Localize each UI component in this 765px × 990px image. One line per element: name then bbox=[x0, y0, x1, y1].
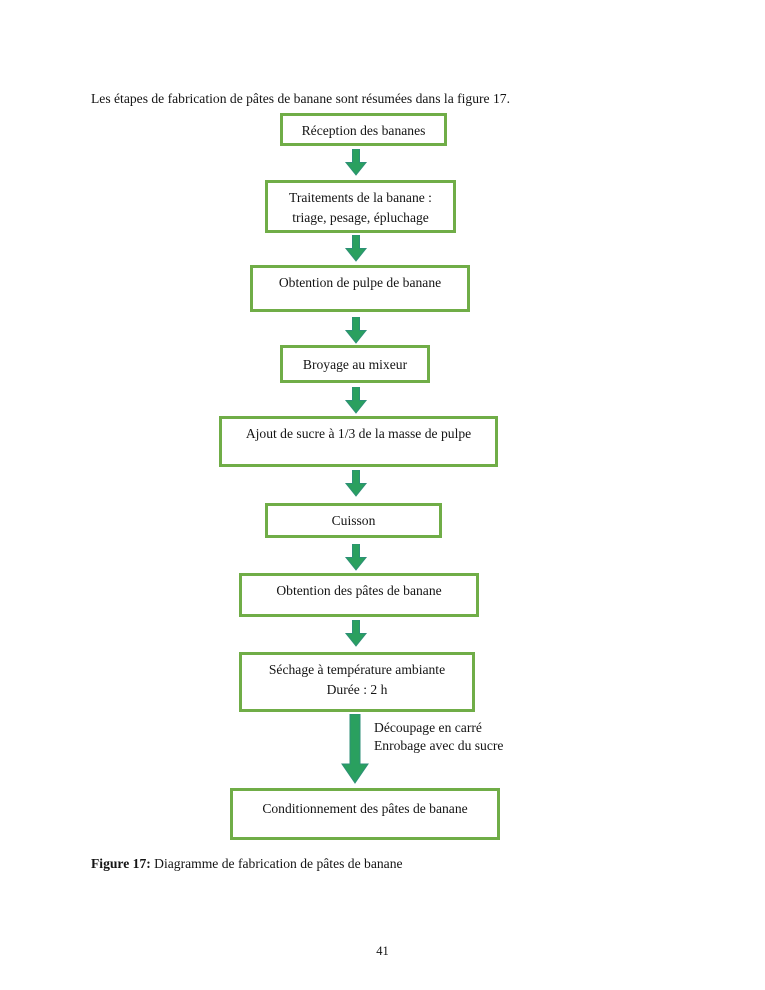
down-arrow-shape bbox=[344, 470, 368, 497]
figure-caption-label: Figure 17: bbox=[91, 856, 151, 871]
flow-step-broyage: Broyage au mixeur bbox=[280, 345, 430, 383]
down-arrow-icon bbox=[344, 235, 368, 262]
flow-step-ajout-sucre: Ajout de sucre à 1/3 de la masse de pulp… bbox=[219, 416, 498, 467]
figure-caption: Figure 17: Diagramme de fabrication de p… bbox=[91, 856, 403, 872]
flow-step-cuisson: Cuisson bbox=[265, 503, 442, 538]
down-arrow-icon bbox=[344, 149, 368, 176]
down-arrow-shape bbox=[344, 317, 368, 344]
down-arrow-shape bbox=[344, 387, 368, 414]
down-arrow-shape bbox=[344, 544, 368, 571]
down-arrow-icon bbox=[344, 620, 368, 647]
figure-caption-text: Diagramme de fabrication de pâtes de ban… bbox=[150, 856, 403, 871]
flow-step-sechage: Séchage à température ambiante Durée : 2… bbox=[239, 652, 475, 712]
flow-step-obtention-pulpe: Obtention de pulpe de banane bbox=[250, 265, 470, 312]
arrow-annotation: Découpage en carré Enrobage avec du sucr… bbox=[374, 720, 504, 754]
down-arrow-shape bbox=[344, 620, 368, 647]
down-arrow-shape bbox=[341, 714, 369, 784]
flow-step-traitements: Traitements de la banane : triage, pesag… bbox=[265, 180, 456, 233]
down-arrow-shape bbox=[344, 149, 368, 176]
down-arrow-icon bbox=[344, 387, 368, 414]
page-number: 41 bbox=[376, 944, 389, 958]
flow-step-reception: Réception des bananes bbox=[280, 113, 447, 146]
down-arrow-icon bbox=[344, 544, 368, 571]
flow-step-conditionnement: Conditionnement des pâtes de banane bbox=[230, 788, 500, 840]
flow-step-obtention-pates: Obtention des pâtes de banane bbox=[239, 573, 479, 617]
down-arrow-icon bbox=[344, 470, 368, 497]
down-arrow-shape bbox=[344, 235, 368, 262]
intro-text: Les étapes de fabrication de pâtes de ba… bbox=[91, 91, 510, 106]
down-arrow-icon bbox=[344, 317, 368, 344]
long-down-arrow-icon bbox=[341, 714, 369, 784]
